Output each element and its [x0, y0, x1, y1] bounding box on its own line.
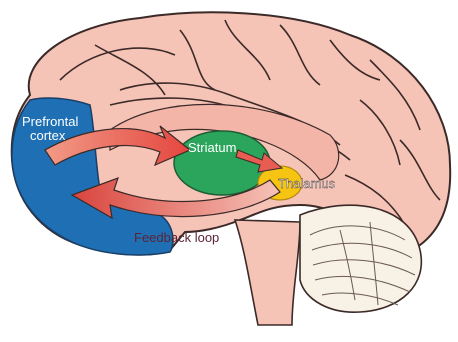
label-feedback-loop: Feedback loop	[134, 230, 219, 245]
label-prefrontal-line1: Prefrontal	[22, 114, 78, 129]
brainstem	[235, 220, 300, 325]
label-thalamus: Thalamus	[278, 176, 336, 191]
label-striatum: Striatum	[188, 140, 236, 155]
label-prefrontal-line2: cortex	[30, 128, 66, 143]
cerebellum	[300, 205, 421, 312]
